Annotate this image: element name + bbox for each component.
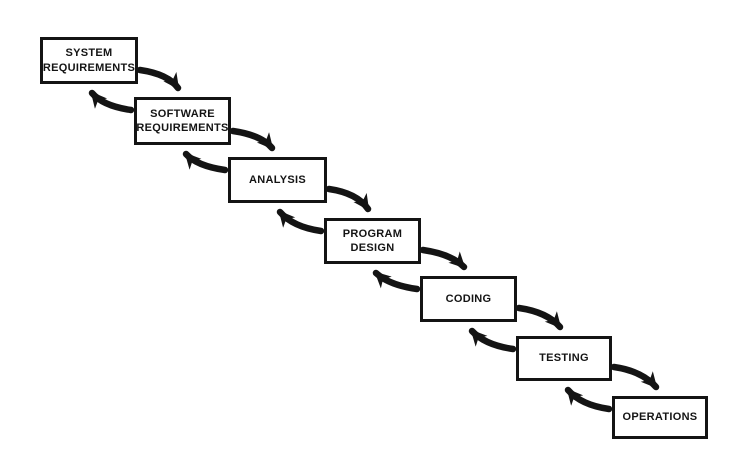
- forward-arrow-program-design-to-coding: [419, 246, 468, 271]
- forward-arrow-software-requirements-to-analysis: [229, 127, 276, 152]
- stage-box-software-requirements: SOFTWARE REQUIREMENTS: [134, 97, 231, 145]
- backward-arrow-program-design-to-analysis: [276, 208, 325, 235]
- backward-arrow-software-requirements-to-system-requirements: [88, 89, 135, 114]
- stage-box-operations: OPERATIONS: [612, 396, 708, 439]
- backward-arrow-testing-to-coding: [468, 327, 517, 353]
- backward-arrow-analysis-to-software-requirements: [182, 150, 229, 174]
- backward-arrow-operations-to-testing: [564, 386, 613, 413]
- forward-arrow-testing-to-operations: [610, 363, 660, 391]
- backward-arrow-coding-to-program-design: [372, 269, 421, 293]
- stage-box-system-requirements: SYSTEM REQUIREMENTS: [40, 37, 138, 84]
- forward-arrow-system-requirements-to-software-requirements: [136, 66, 182, 92]
- forward-arrow-analysis-to-program-design: [325, 185, 372, 213]
- stage-box-testing: TESTING: [516, 336, 612, 381]
- stage-box-analysis: ANALYSIS: [228, 157, 327, 203]
- stage-box-coding: CODING: [420, 276, 517, 322]
- stage-box-program-design: PROGRAM DESIGN: [324, 218, 421, 264]
- forward-arrow-coding-to-testing: [515, 304, 564, 331]
